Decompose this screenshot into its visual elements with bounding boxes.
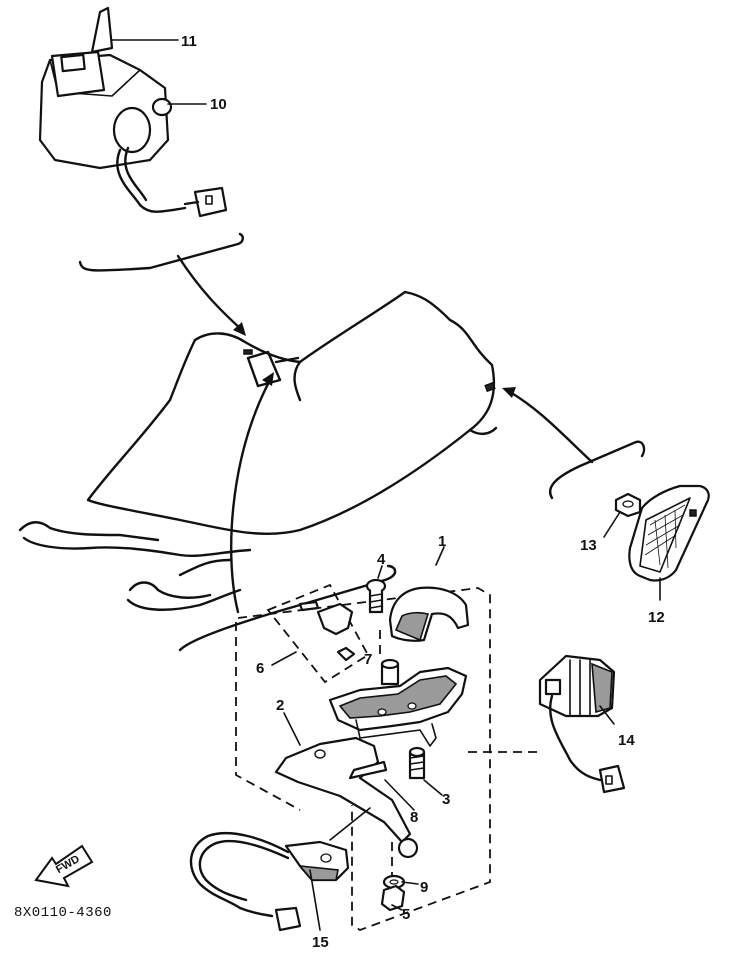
callout-1: 1 [438,533,446,550]
leader-14 [599,705,615,725]
callout-10: 10 [210,96,227,113]
screw-6a [298,600,320,612]
arrow-lower [230,378,272,614]
pivot-screw-8 [348,760,388,780]
brake-lever [274,736,419,859]
switch-14 [538,654,626,794]
brake-switch-15 [189,832,350,932]
arrow-top [176,254,244,332]
leader-8 [384,779,415,811]
clamp-6 [316,602,354,636]
leader-9 [401,881,419,885]
reflector-plate [628,484,710,582]
callout-5: 5 [402,906,410,923]
bolt-3 [408,746,426,780]
leader-3 [423,779,443,796]
bracket-right [548,440,646,500]
diagram-code: 8X0110-4360 [14,905,112,921]
collar-7 [380,658,400,686]
callout-2: 2 [276,697,284,714]
leader-5 [391,904,403,911]
leader-2 [283,712,301,746]
leader-4 [377,565,383,579]
nut-6 [336,646,356,662]
leader-15 [309,869,321,931]
callout-4: 4 [377,551,386,568]
fwd-arrow-icon: FWD [34,844,94,888]
assembly-frame [235,587,491,931]
subassembly-6-frame [266,583,370,684]
callout-9: 9 [420,879,428,896]
screw-4 [365,578,387,614]
bracket-lower [178,564,397,652]
leader-13 [603,511,621,538]
arrow-right [508,390,594,464]
bracket-top [78,232,244,272]
callout-15: 15 [312,934,329,951]
callout-3: 3 [442,791,450,808]
leader-1 [435,546,445,566]
callout-13: 13 [580,537,597,554]
callout-11: 11 [181,33,197,50]
switch-housing-assembly [38,6,228,218]
nut-13 [614,492,642,518]
callout-14: 14 [618,732,635,749]
lever-holder [328,666,468,747]
nut-5 [380,884,406,912]
callout-8: 8 [410,809,418,826]
callout-7: 7 [364,651,372,668]
callout-6: 6 [256,660,264,677]
callout-12: 12 [648,609,665,626]
snowmobile-outline [18,290,498,611]
